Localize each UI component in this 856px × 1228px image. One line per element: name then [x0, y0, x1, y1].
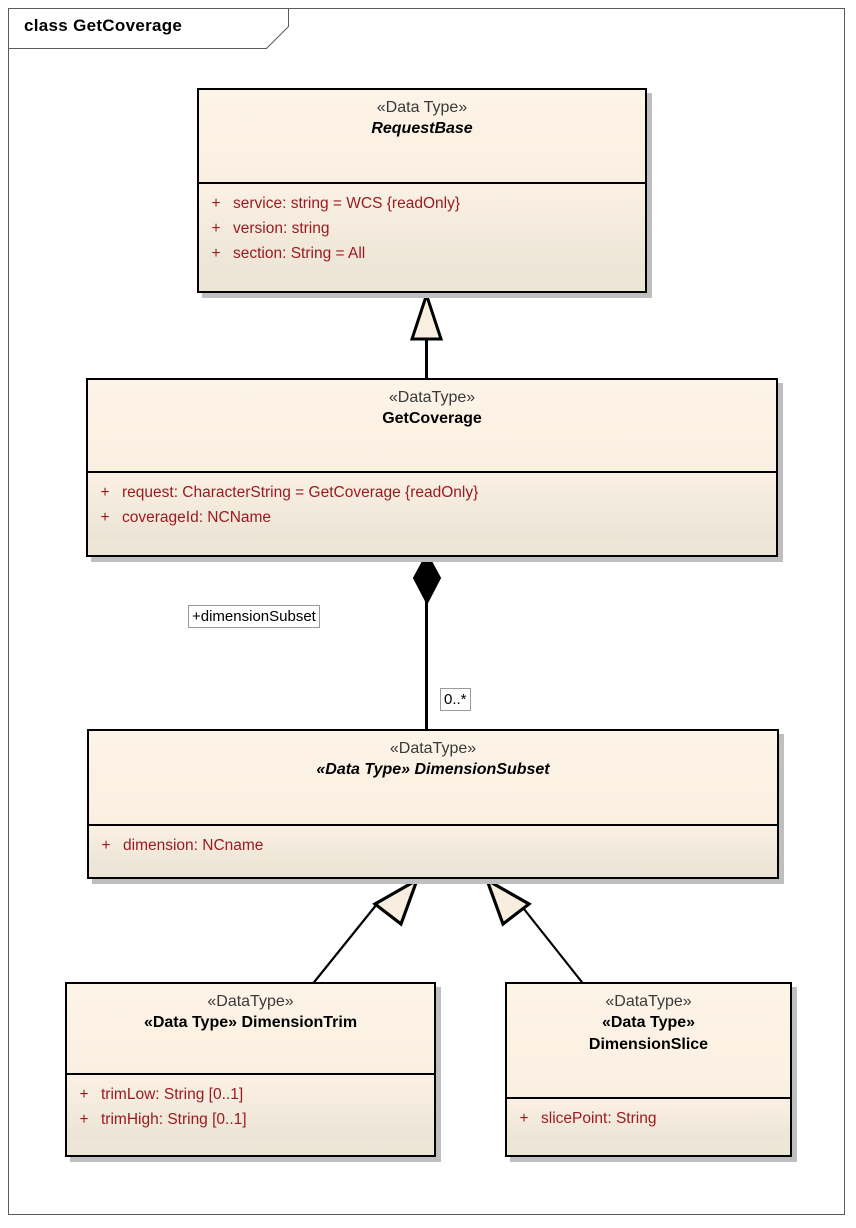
class-stereotype: «DataType»	[605, 993, 692, 1010]
attribute-visibility: +	[519, 1110, 529, 1127]
attribute-visibility: +	[79, 1086, 89, 1103]
class-attributes-dimension-subset: + dimension: NCname	[89, 824, 777, 866]
attribute-text: trimHigh: String [0..1]	[101, 1111, 247, 1128]
frame-tab-shape	[8, 8, 289, 49]
attribute-visibility: +	[211, 195, 221, 212]
class-name: RequestBase	[371, 120, 473, 137]
attribute-visibility: +	[211, 220, 221, 237]
class-header-get-coverage: «DataType» GetCoverage	[88, 380, 776, 471]
class-box-get-coverage[interactable]: «DataType» GetCoverage + request: Charac…	[86, 378, 778, 557]
class-stereotype: «DataType»	[389, 740, 477, 757]
generalization-arrow-requestbase	[409, 290, 444, 341]
class-box-dimension-slice[interactable]: «DataType» «Data Type» DimensionSlice + …	[505, 982, 792, 1157]
generalization-line-dimensiontrim-dimensionsubset	[310, 903, 378, 987]
attribute-row: + request: CharacterString = GetCoverage…	[88, 480, 776, 505]
diagram-title: class GetCoverage	[24, 16, 183, 35]
class-box-dimension-trim[interactable]: «DataType» «Data Type» DimensionTrim + t…	[65, 982, 436, 1157]
attribute-row: + trimLow: String [0..1]	[67, 1082, 434, 1107]
attribute-visibility: +	[101, 837, 111, 854]
composition-diamond-getcoverage	[412, 551, 442, 606]
class-stereotype: «DataType»	[388, 389, 476, 406]
generalization-arrow-dimensionsubset-left	[372, 876, 420, 927]
generalization-arrow-dimensionsubset-right	[484, 876, 532, 927]
class-box-request-base[interactable]: «Data Type» RequestBase + service: strin…	[197, 88, 647, 293]
attribute-text: dimension: NCname	[123, 837, 264, 854]
attribute-visibility: +	[100, 509, 110, 526]
attribute-visibility: +	[79, 1111, 89, 1128]
attribute-text: slicePoint: String	[541, 1110, 657, 1127]
class-stereotype: «DataType»	[207, 993, 294, 1010]
attribute-visibility: +	[211, 245, 221, 262]
class-attributes-dimension-slice: + slicePoint: String	[507, 1097, 790, 1139]
attribute-row: + service: string = WCS {readOnly}	[199, 191, 645, 216]
association-role-label: +dimensionSubset	[188, 605, 320, 628]
attribute-row: + version: string	[199, 216, 645, 241]
attribute-row: + slicePoint: String	[507, 1106, 790, 1131]
attribute-row: + coverageId: NCName	[88, 505, 776, 530]
attribute-text: section: String = All	[233, 245, 366, 262]
association-multiplicity-label: 0..*	[440, 688, 471, 711]
attribute-text: version: string	[233, 220, 330, 237]
diagram-frame	[8, 8, 845, 1215]
attribute-visibility: +	[100, 484, 110, 501]
generalization-line-getcoverage-requestbase	[425, 340, 428, 379]
attribute-text: trimLow: String [0..1]	[101, 1086, 244, 1103]
attribute-text: coverageId: NCName	[122, 509, 272, 526]
diagram-frame-tab	[8, 8, 289, 49]
attribute-row: + trimHigh: String [0..1]	[67, 1107, 434, 1132]
class-stereotype: «Data Type»	[376, 99, 468, 116]
attribute-row: + section: String = All	[199, 241, 645, 266]
composition-line-getcoverage-dimensionsubset	[425, 556, 428, 730]
attribute-text: service: string = WCS {readOnly}	[233, 195, 460, 212]
class-attributes-dimension-trim: + trimLow: String [0..1] + trimHigh: Str…	[67, 1073, 434, 1140]
generalization-line-dimensionslice-dimensionsubset	[519, 903, 586, 987]
class-attributes-get-coverage: + request: CharacterString = GetCoverage…	[88, 471, 776, 538]
class-header-dimension-trim: «DataType» «Data Type» DimensionTrim	[67, 984, 434, 1073]
class-attributes-request-base: + service: string = WCS {readOnly} + ver…	[199, 182, 645, 274]
class-name: GetCoverage	[382, 410, 482, 427]
attribute-text: request: CharacterString = GetCoverage {…	[122, 484, 479, 501]
class-name: «Data Type» DimensionTrim	[143, 1014, 358, 1031]
class-name: «Data Type» DimensionSubset	[316, 761, 550, 778]
class-header-request-base: «Data Type» RequestBase	[199, 90, 645, 182]
class-header-dimension-subset: «DataType» «Data Type» DimensionSubset	[89, 731, 777, 824]
class-box-dimension-subset[interactable]: «DataType» «Data Type» DimensionSubset +…	[87, 729, 779, 879]
class-name-line-2: DimensionSlice	[588, 1036, 709, 1053]
class-header-dimension-slice: «DataType» «Data Type» DimensionSlice	[507, 984, 790, 1097]
attribute-row: + dimension: NCname	[89, 833, 777, 858]
class-name-line-1: «Data Type»	[601, 1014, 696, 1031]
